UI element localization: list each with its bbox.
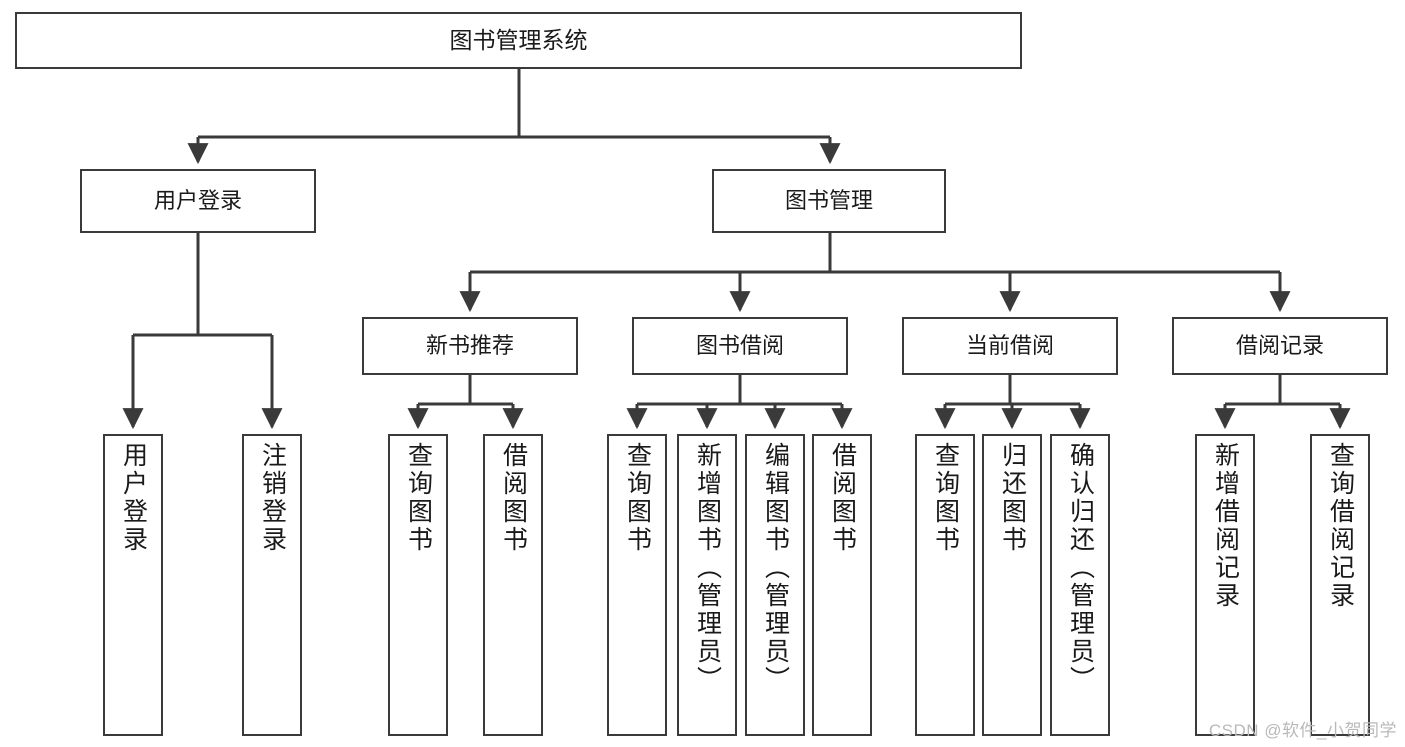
node-book-borrow[interactable]: 图书借阅 — [632, 317, 848, 375]
node-new-book-recommend[interactable]: 新书推荐 — [362, 317, 578, 375]
node-label: 确认归还（管理员） — [1066, 442, 1095, 694]
node-current-borrow[interactable]: 当前借阅 — [902, 317, 1118, 375]
node-label: 查询图书 — [404, 442, 433, 554]
leaf-return-book[interactable]: 归还图书 — [982, 434, 1042, 736]
node-label: 查询图书 — [931, 442, 960, 554]
node-label: 查询图书 — [623, 442, 652, 554]
node-label: 图书管理系统 — [449, 27, 588, 54]
node-root-system[interactable]: 图书管理系统 — [15, 12, 1022, 69]
leaf-query-book-current[interactable]: 查询图书 — [915, 434, 975, 736]
node-label: 查询借阅记录 — [1326, 442, 1355, 610]
node-label: 编辑图书（管理员） — [761, 442, 790, 694]
node-label: 借阅图书 — [499, 442, 528, 554]
leaf-borrow-book-recommend[interactable]: 借阅图书 — [483, 434, 543, 736]
node-label: 图书借阅 — [695, 333, 784, 359]
node-borrow-record[interactable]: 借阅记录 — [1172, 317, 1388, 375]
leaf-user-logout[interactable]: 注销登录 — [242, 434, 302, 736]
leaf-user-login[interactable]: 用户登录 — [103, 434, 163, 736]
leaf-edit-book-admin[interactable]: 编辑图书（管理员） — [745, 434, 805, 736]
node-label: 当前借阅 — [965, 333, 1054, 359]
node-label: 新书推荐 — [425, 333, 514, 359]
node-label: 借阅图书 — [828, 442, 857, 554]
node-label: 注销登录 — [258, 442, 287, 554]
leaf-confirm-return-admin[interactable]: 确认归还（管理员） — [1050, 434, 1110, 736]
node-label: 用户登录 — [153, 188, 242, 214]
watermark-text: CSDN @软件_小贺同学 — [1208, 721, 1397, 740]
leaf-query-book-recommend[interactable]: 查询图书 — [388, 434, 448, 736]
node-user-login[interactable]: 用户登录 — [80, 169, 316, 233]
leaf-add-book-admin[interactable]: 新增图书（管理员） — [677, 434, 737, 736]
node-label: 图书管理 — [784, 188, 873, 214]
node-label: 借阅记录 — [1235, 333, 1324, 359]
node-label: 用户登录 — [119, 442, 148, 554]
leaf-add-borrow-record[interactable]: 新增借阅记录 — [1195, 434, 1255, 736]
node-label: 新增图书（管理员） — [693, 442, 722, 694]
node-label: 归还图书 — [998, 442, 1027, 554]
node-book-manage[interactable]: 图书管理 — [712, 169, 946, 233]
node-label: 新增借阅记录 — [1211, 442, 1240, 610]
leaf-query-book-borrow[interactable]: 查询图书 — [607, 434, 667, 736]
leaf-query-borrow-record[interactable]: 查询借阅记录 — [1310, 434, 1370, 736]
leaf-borrow-book-borrow[interactable]: 借阅图书 — [812, 434, 872, 736]
